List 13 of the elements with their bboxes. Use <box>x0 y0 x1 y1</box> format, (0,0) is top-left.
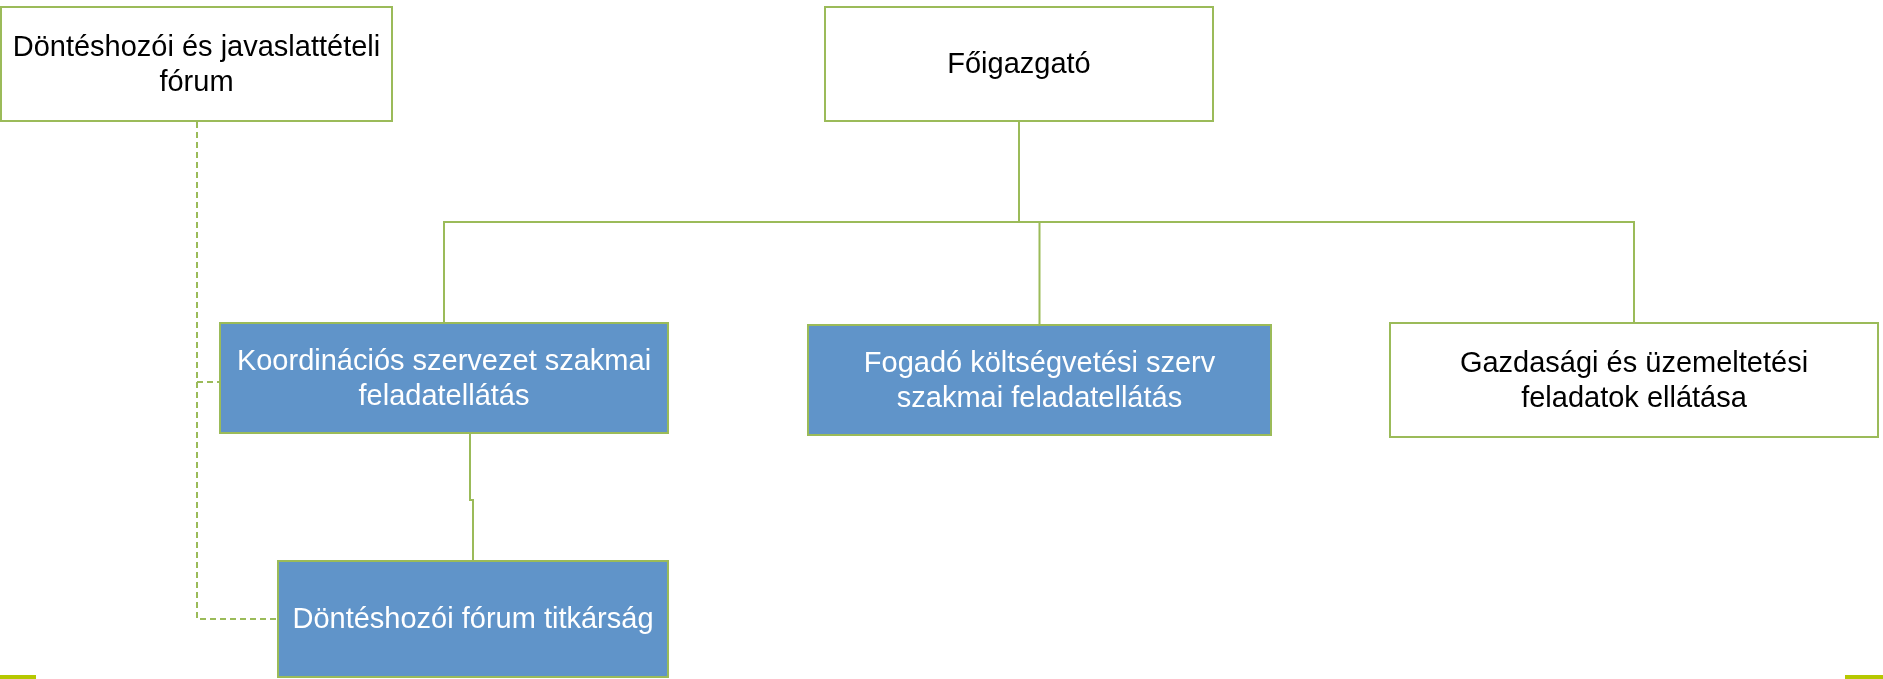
unit-box <box>807 324 1272 436</box>
unit-label: Fogadó költségvetési szerv szakmai feladatellátás <box>862 344 1217 415</box>
connector-line <box>469 433 474 561</box>
unit-box <box>219 322 669 434</box>
org-box <box>1389 322 1879 438</box>
unit-label: Főigazgató <box>947 46 1091 82</box>
org-box <box>824 6 1214 122</box>
unit-label: Döntéshozói fórum titkárság <box>292 601 654 637</box>
unit-box <box>277 560 669 678</box>
org-box <box>0 6 393 122</box>
unit-label: Gazdasági és üzemeltetési feladatok ellátása <box>1458 344 1810 415</box>
unit-label: Koordinációs szervezet szakmai feladatellátás <box>235 342 653 413</box>
unit-label: Döntéshozói és javaslattételi fórum <box>12 28 381 99</box>
